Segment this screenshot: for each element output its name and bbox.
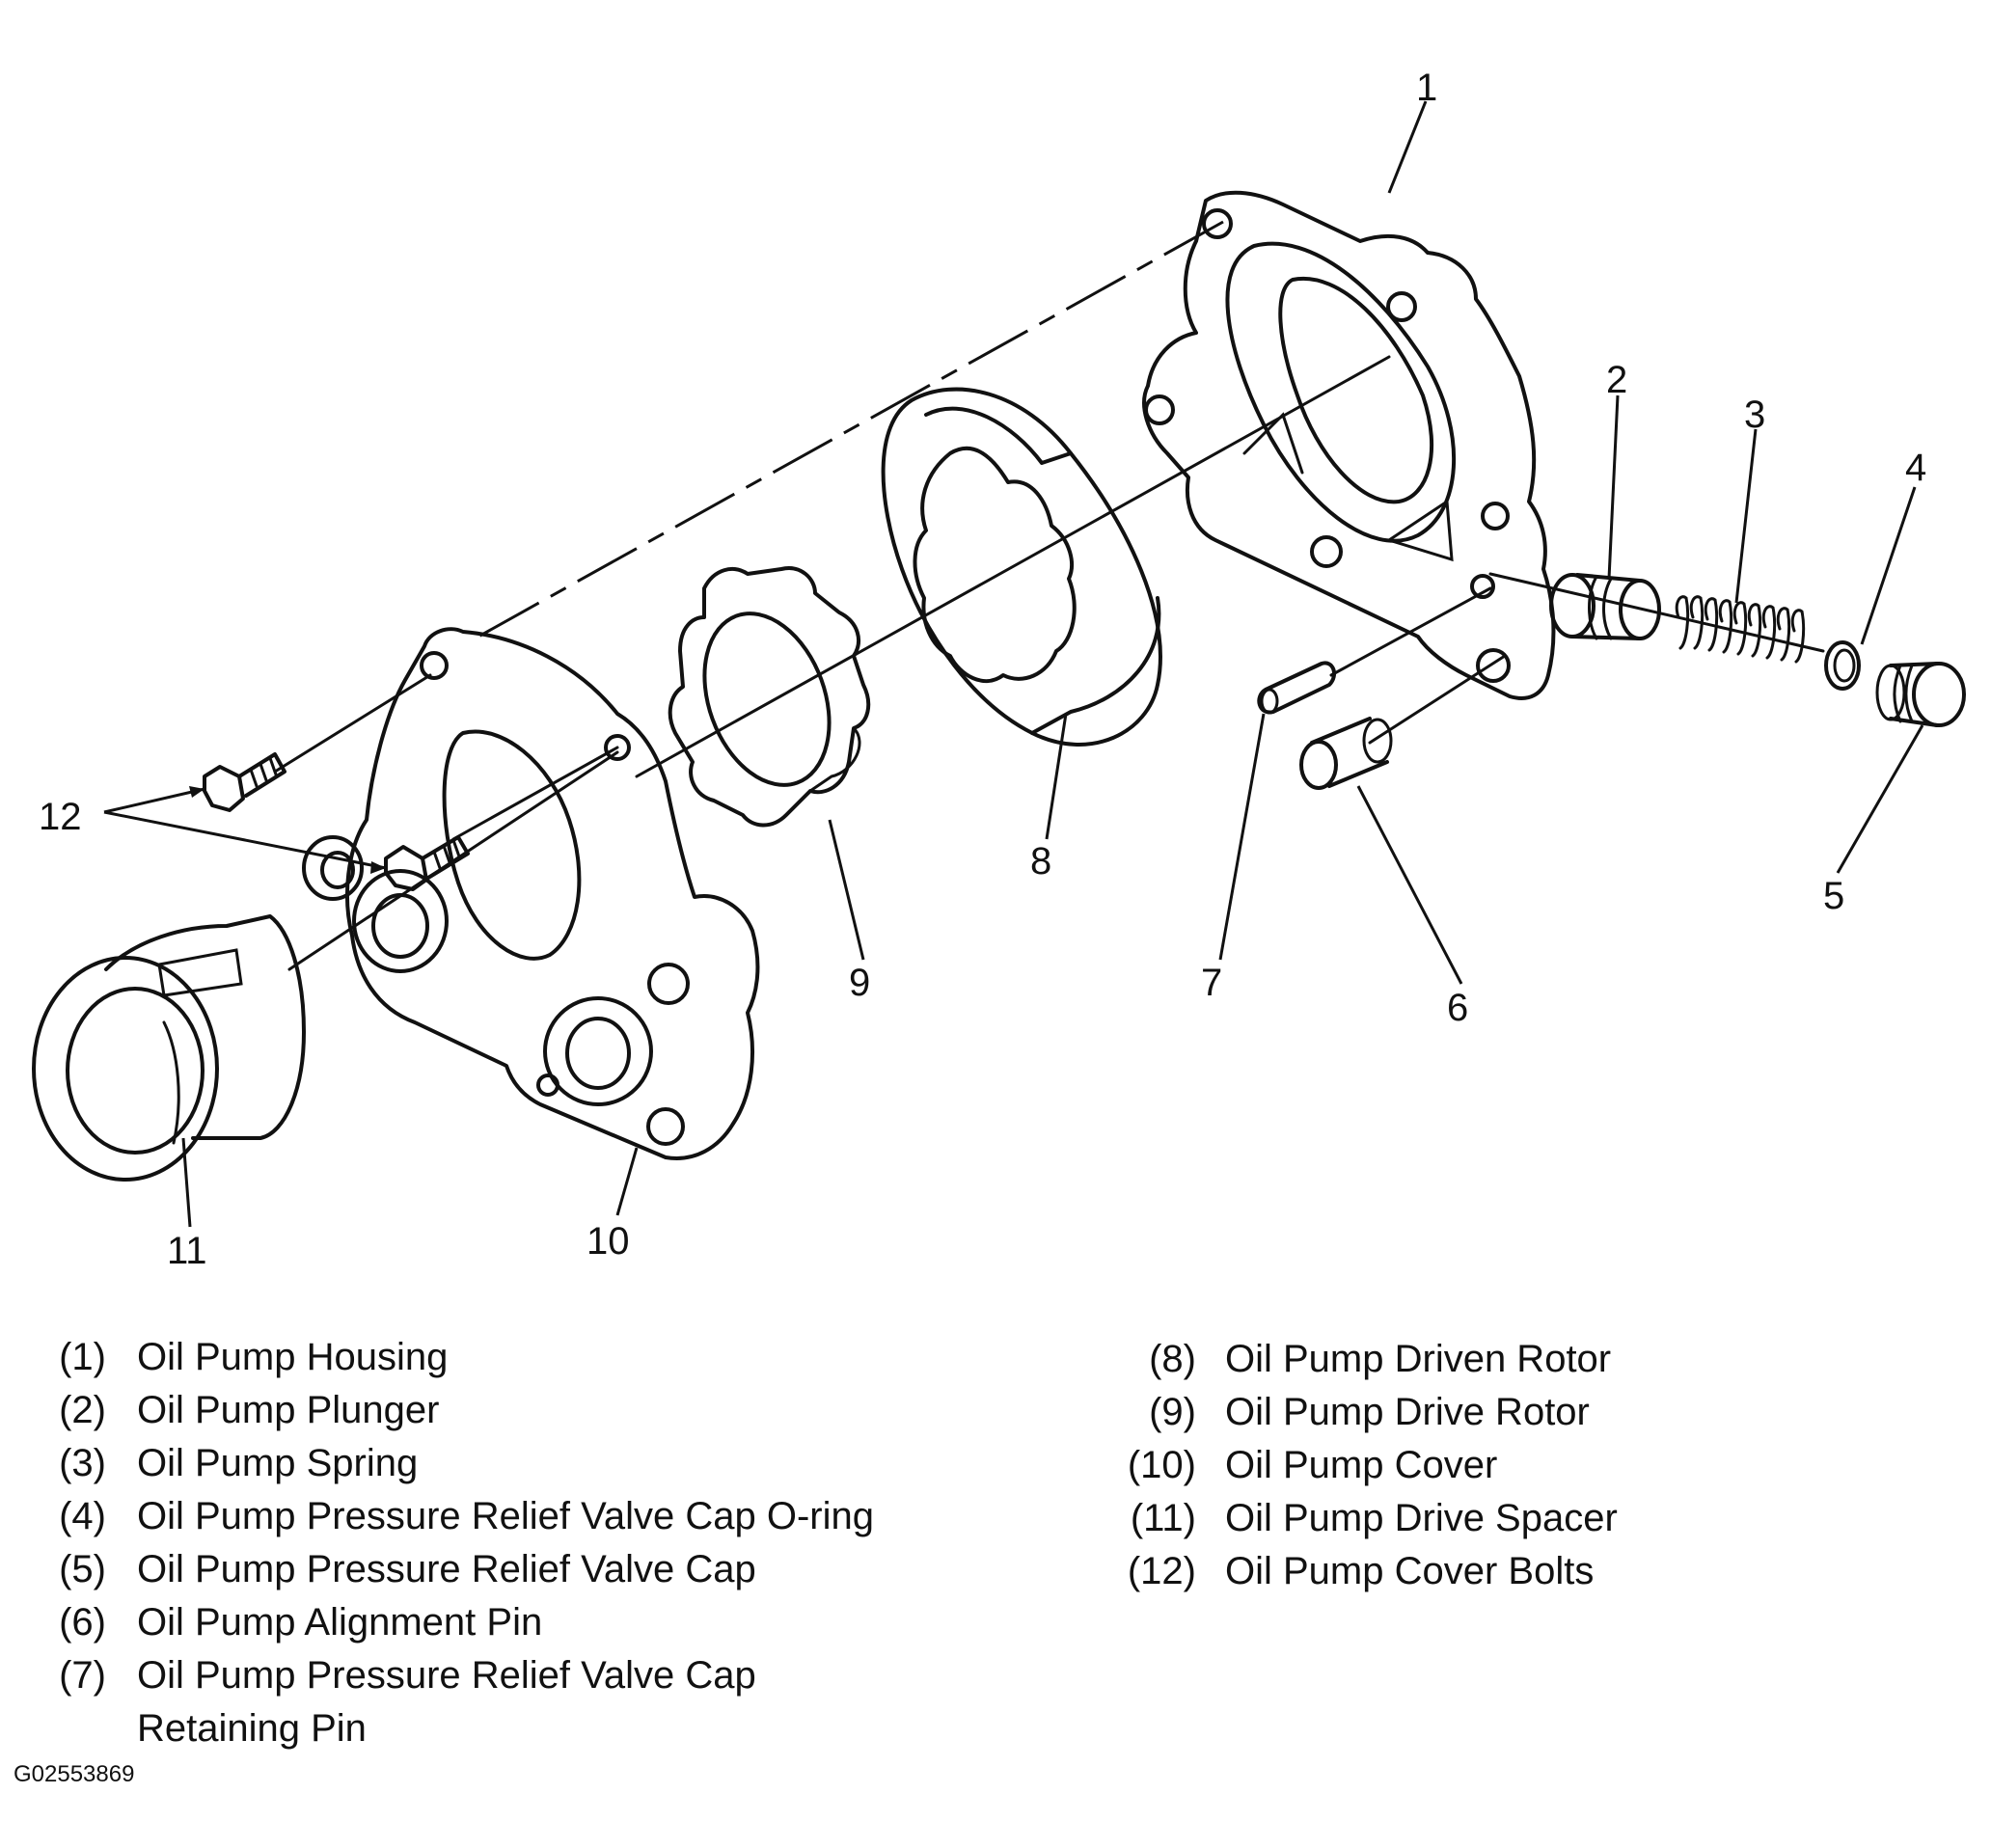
legend-label: Oil Pump Drive Rotor [1225, 1391, 1590, 1433]
legend-item-continuation: Retaining Pin [0, 1702, 965, 1750]
legend-label: Oil Pump Driven Rotor [1225, 1338, 1612, 1380]
legend-item: (6) Oil Pump Alignment Pin [0, 1596, 965, 1649]
legend-label: Oil Pump Drive Spacer [1225, 1497, 1618, 1539]
legend-number: (8) [1149, 1338, 1196, 1380]
legend-label: Oil Pump Pressure Relief Valve Cap [137, 1654, 756, 1697]
callout-3: 3 [1744, 394, 1765, 436]
legend-number: (11) [1130, 1497, 1196, 1539]
callout-6: 6 [1447, 987, 1468, 1029]
legend-item: (3) Oil Pump Spring [0, 1437, 965, 1490]
callout-7: 7 [1201, 962, 1222, 1004]
oil-pump-spring [1675, 595, 1806, 664]
oil-pump-plunger [1549, 573, 1661, 640]
legend-item: (2) Oil Pump Plunger [0, 1384, 965, 1437]
legend-number: (9) [1149, 1391, 1196, 1433]
legend-label: Oil Pump Alignment Pin [137, 1601, 543, 1644]
legend-item: (11) Oil Pump Drive Spacer [1090, 1492, 1958, 1545]
callout-11: 11 [167, 1230, 207, 1272]
leader-lines [103, 100, 1924, 1228]
legend-label: Oil Pump Cover Bolts [1225, 1550, 1595, 1592]
legend-item: (4) Oil Pump Pressure Relief Valve Cap O… [0, 1490, 965, 1543]
callout-5: 5 [1823, 875, 1844, 917]
legend-label: Oil Pump Spring [137, 1442, 419, 1484]
oil-pump-pressure-relief-valve-cap [1875, 662, 1966, 727]
oil-pump-cover-bolts [203, 752, 470, 891]
callout-numbers: 1 2 3 4 5 6 7 8 9 10 11 12 [39, 67, 1926, 1272]
callout-4: 4 [1905, 447, 1926, 489]
callout-1: 1 [1416, 67, 1437, 109]
legend-number: (2) [59, 1389, 106, 1431]
callout-8: 8 [1030, 840, 1051, 883]
legend-number: (12) [1127, 1550, 1196, 1592]
callout-2: 2 [1606, 359, 1627, 401]
legend-number: (5) [59, 1548, 106, 1590]
oil-pump-alignment-pin [1299, 717, 1393, 790]
legend-number: (3) [59, 1442, 106, 1484]
legend-label-continuation: Retaining Pin [137, 1707, 367, 1750]
oil-pump-cover [302, 627, 760, 1160]
legend-item: (7) Oil Pump Pressure Relief Valve Cap [0, 1649, 965, 1702]
legend-number: (7) [59, 1654, 106, 1697]
oil-pump-driven-rotor [881, 387, 1162, 747]
legend-label: Oil Pump Cover [1225, 1444, 1498, 1486]
oil-pump-retaining-pin [1257, 661, 1337, 715]
callout-10: 10 [586, 1220, 630, 1263]
legend-number: (10) [1127, 1444, 1196, 1486]
legend-number: (4) [59, 1495, 106, 1537]
legend-item: (8) Oil Pump Driven Rotor [1090, 1333, 1958, 1386]
legend-label: Oil Pump Plunger [137, 1389, 440, 1431]
oil-pump-drive-spacer [32, 914, 306, 1182]
legend-item: (9) Oil Pump Drive Rotor [1090, 1386, 1958, 1439]
oil-pump-housing [1142, 190, 1556, 700]
legend-item: (1) Oil Pump Housing [0, 1331, 965, 1384]
legend-label: Oil Pump Pressure Relief Valve Cap O-rin… [137, 1495, 874, 1537]
oil-pump-pressure-relief-valve-cap-o-ring [1824, 640, 1861, 691]
oil-pump-drive-rotor [668, 566, 871, 828]
exploded-view-diagram: 1 2 3 4 5 6 7 8 9 10 11 12 [32, 67, 1966, 1272]
legend-item: (12) Oil Pump Cover Bolts [1090, 1545, 1958, 1598]
legend-item: (10) Oil Pump Cover [1090, 1439, 1958, 1492]
legend-label: Oil Pump Housing [137, 1336, 449, 1378]
callout-9: 9 [849, 962, 870, 1004]
figure-code: G02553869 [14, 1761, 135, 1787]
parts-legend-right: (8) Oil Pump Driven Rotor (9) Oil Pump D… [1090, 1333, 1958, 1598]
legend-number: (1) [59, 1336, 106, 1378]
parts-legend-left: (1) Oil Pump Housing (2) Oil Pump Plunge… [0, 1331, 965, 1750]
legend-item: (5) Oil Pump Pressure Relief Valve Cap [0, 1543, 965, 1596]
legend-label: Oil Pump Pressure Relief Valve Cap [137, 1548, 756, 1590]
callout-12: 12 [39, 796, 82, 838]
legend-number: (6) [59, 1601, 106, 1644]
